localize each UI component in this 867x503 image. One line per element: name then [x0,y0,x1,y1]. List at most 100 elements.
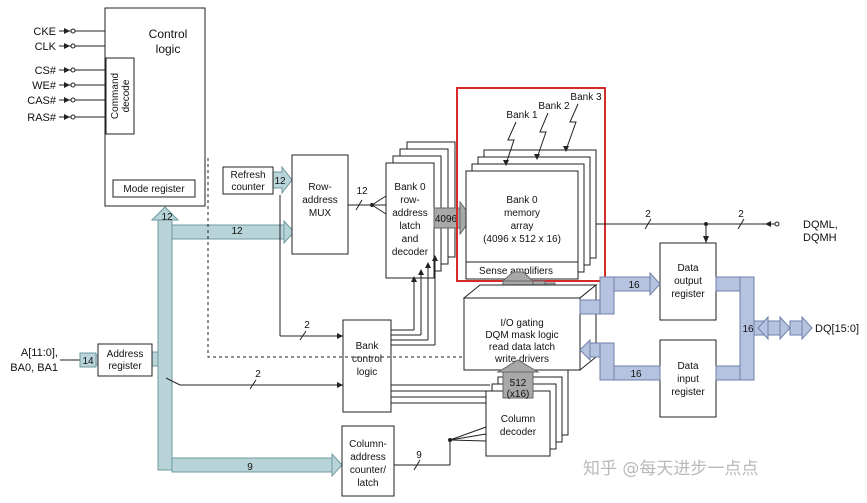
input-cke: CKE [33,26,56,38]
row-bus-width: 12 [231,226,243,237]
out-bus-width: 16 [628,280,640,291]
control-logic-title-1: Control [149,27,188,41]
control-logic-block: Control logic Command decode Mode regist… [104,7,206,207]
bank-ctrl-width: 2 [255,369,261,380]
bank0-label-3: array [511,221,534,232]
address-input: A[11:0], BA0, BA1 14 [10,347,97,374]
bank-control-block: Bank control logic [342,319,392,413]
dqm-label-2: DQMH [803,232,837,244]
io-gating-block: I/O gating DQM mask logic read data latc… [462,283,598,372]
dq-bus-width: 16 [742,324,754,335]
refresh-counter-width: 12 [274,176,286,187]
column-counter-box [341,425,395,497]
input-cas: CAS# [27,95,57,107]
row-mux-fanout [370,195,387,215]
io-gating-label-3: read data latch [489,342,555,353]
memory-banks: Bank 0 memory array (4096 x 512 x 16) Se… [465,92,602,280]
row-mux-label-2: address [302,195,338,206]
address-input-label-2: BA0, BA1 [10,362,58,374]
io-gating-label-4: write drivers [494,354,549,365]
bank0-label-4: (4096 x 512 x 16) [483,234,561,245]
row-address-mux-box [291,154,349,255]
mode-register-box [112,179,196,198]
address-bus [95,165,343,478]
command-decode-label-1: Command [110,73,121,119]
bank0-label-2: memory [504,208,540,219]
column-to-io-bus: 512 (x16) [496,359,540,400]
bank-control-label-2: control [352,354,382,365]
data-path-buses: 16 16 16 [579,271,813,381]
column-counter-label-1: Column- [349,439,387,450]
column-decoder-label-1: Column [501,414,535,425]
address-register-label-1: Address [107,349,144,360]
in-bus-width: 16 [630,369,642,380]
bank-sel-width: 2 [304,320,310,331]
data-output-block: Data output register [659,242,717,321]
io-gating-label-2: DQM mask logic [485,330,558,341]
column-decoder-label-2: decoder [500,427,537,438]
column-decoder-stack: Column decoder [485,369,569,457]
row-mux-label-3: MUX [309,208,332,219]
column-decoder-box [485,390,551,457]
column-counter-label-2: address [350,452,386,463]
input-ras: RAS# [27,112,57,124]
row-latch-label-3: address [392,208,428,219]
control-logic-title-2: logic [156,42,181,56]
mode-register-label: Mode register [123,184,185,195]
dq-label: DQ[15:0] [815,323,859,335]
row-latch-stack: Bank 0 row- address latch and decoder [385,141,456,279]
dqm-width-a: 2 [645,209,651,220]
dqm-wires [596,218,775,243]
data-output-label-1: Data [677,263,699,274]
address-register-block: Address register [97,343,153,377]
address-width-label: 14 [82,356,94,367]
ctrl-bus-width: 12 [161,212,173,223]
data-output-label-3: register [671,289,705,300]
address-input-label-1: A[11:0], [21,347,58,359]
column-counter-label-4: latch [357,478,378,489]
bank-control-label-1: Bank [356,341,380,352]
input-clk: CLK [35,41,57,53]
bank2-label: Bank 2 [538,101,570,112]
data-input-block: Data input register [659,339,717,418]
data-output-label-2: output [674,276,702,287]
column-counter-wires [394,426,487,471]
refresh-counter-label-2: counter [231,182,265,193]
row-mux-label-1: Row- [308,182,331,193]
refresh-counter-box [222,166,274,195]
bank-control-label-3: logic [357,367,378,378]
refresh-counter-label-1: Refresh [230,170,265,181]
address-register-label-2: register [108,361,142,372]
bank0-label-1: Bank 0 [506,195,538,206]
row-latch-label-6: decoder [392,247,429,258]
column-counter-label-3: counter/ [350,465,386,476]
data-input-label-2: input [677,374,699,385]
row-latch-label-1: Bank 0 [394,182,426,193]
io-gating-label-1: I/O gating [500,318,543,329]
refresh-counter-block: Refresh counter 12 [222,166,286,195]
row-latch-label-4: latch [399,221,420,232]
column-bus-512: 512 [510,378,527,389]
row-address-mux-block: Row- address MUX [291,154,349,255]
data-output-box [659,242,717,321]
address-register-box [97,343,153,377]
watermark-text: 知乎 @每天进步一点点 [583,459,758,479]
input-we: WE# [32,80,57,92]
dqm-width-b: 2 [738,209,744,220]
input-cs: CS# [35,65,57,77]
control-inputs: CKE CLK CS# WE# CAS# RAS# [27,26,106,124]
bank0-array-box [465,170,579,280]
column-bus-width: 9 [247,462,253,473]
bank3-label: Bank 3 [570,92,602,103]
mux-output-width: 12 [356,186,368,197]
bank-control-box [342,319,392,413]
command-decode-box [105,57,135,135]
bank1-label: Bank 1 [506,110,538,121]
row-bus-4096: 4096 [435,214,458,225]
row-latch-label-5: and [402,234,419,245]
data-input-label-3: register [671,387,705,398]
data-input-box [659,339,717,418]
column-counter-block: Column- address counter/ latch [341,425,395,497]
